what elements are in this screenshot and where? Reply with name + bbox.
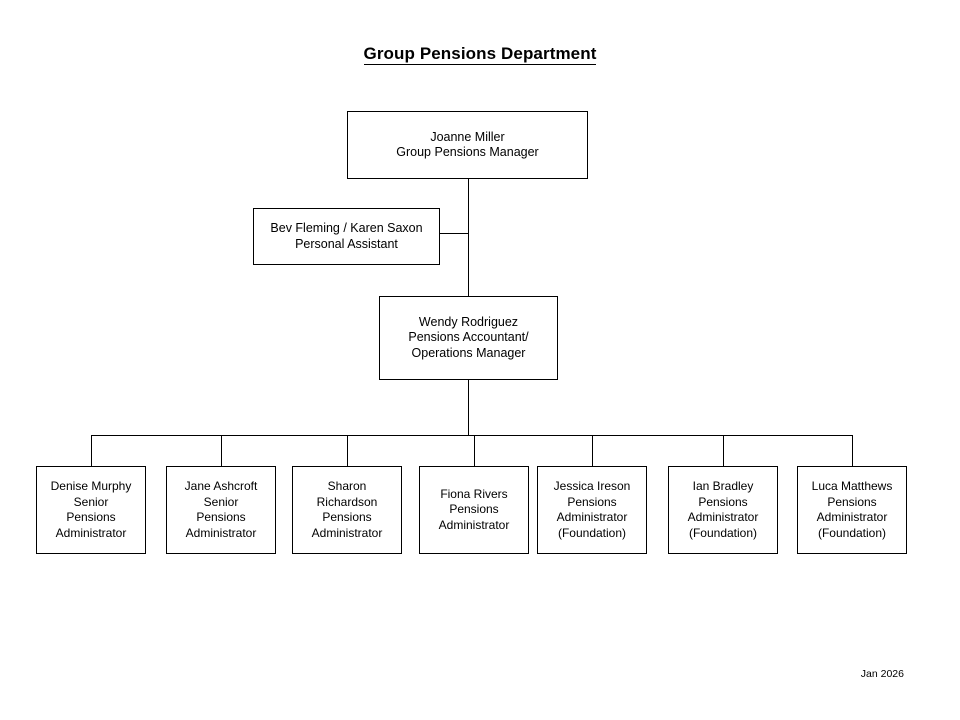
connector-operations-to-bus bbox=[468, 380, 469, 436]
org-node-role-line-2: Administrator bbox=[816, 510, 888, 524]
org-node-role-line-2: Administrator bbox=[438, 517, 510, 532]
org-node-role-line-1: Pensions bbox=[827, 494, 877, 509]
org-node-role-line-1: Richardson bbox=[316, 494, 378, 509]
org-node-name: Luca Matthews bbox=[811, 479, 893, 493]
org-node-administrator[interactable]: Sharon Richardson Pensions Administrator bbox=[292, 466, 402, 554]
org-node-role-line-3: Administrator bbox=[185, 525, 257, 540]
org-node-personal-assistant[interactable]: Bev Fleming / Karen Saxon Personal Assis… bbox=[253, 208, 440, 265]
connector-drop-administrator-7 bbox=[852, 435, 853, 466]
org-node-name: Ian Bradley bbox=[692, 479, 754, 493]
org-node-administrator[interactable]: Denise Murphy Senior Pensions Administra… bbox=[36, 466, 146, 554]
org-node-operations-manager[interactable]: Wendy Rodriguez Pensions Accountant/ Ope… bbox=[379, 296, 558, 380]
connector-administrator-bus bbox=[91, 435, 853, 436]
org-node-name: Sharon bbox=[327, 479, 367, 493]
org-node-role-line-1: Pensions bbox=[698, 494, 748, 509]
footer-date: Jan 2026 bbox=[860, 668, 904, 680]
org-node-role-line-1: Senior bbox=[73, 494, 109, 509]
org-node-role-line-3: Administrator bbox=[55, 525, 127, 540]
org-node-administrator[interactable]: Ian Bradley Pensions Administrator (Foun… bbox=[668, 466, 778, 554]
org-node-name: Bev Fleming / Karen Saxon bbox=[270, 221, 423, 235]
org-node-role-line-2: Pensions bbox=[196, 510, 246, 524]
connector-drop-administrator-3 bbox=[347, 435, 348, 466]
org-node-administrator[interactable]: Luca Matthews Pensions Administrator (Fo… bbox=[797, 466, 907, 554]
org-node-administrator[interactable]: Jane Ashcroft Senior Pensions Administra… bbox=[166, 466, 276, 554]
org-node-name: Jane Ashcroft bbox=[184, 479, 258, 493]
page-title: Group Pensions Department bbox=[0, 44, 960, 65]
connector-drop-administrator-5 bbox=[592, 435, 593, 466]
connector-personal-assistant-stub bbox=[440, 233, 469, 234]
org-node-role-line-2: Administrator bbox=[687, 510, 759, 524]
org-node-role-line-2: Operations Manager bbox=[411, 345, 526, 360]
org-node-role-line-2: Pensions bbox=[322, 510, 372, 524]
org-node-group-pensions-manager[interactable]: Joanne Miller Group Pensions Manager bbox=[347, 111, 588, 179]
org-node-administrator[interactable]: Fiona Rivers Pensions Administrator bbox=[419, 466, 529, 554]
org-node-role-line-3: (Foundation) bbox=[817, 525, 887, 540]
org-node-name: Jessica Ireson bbox=[553, 479, 631, 493]
org-node-role-line-1: Pensions bbox=[567, 494, 617, 509]
org-node-administrator[interactable]: Jessica Ireson Pensions Administrator (F… bbox=[537, 466, 647, 554]
org-node-name: Wendy Rodriguez bbox=[418, 314, 519, 329]
org-node-role-line-2: Pensions bbox=[66, 510, 116, 524]
org-node-role-line-3: Administrator bbox=[311, 525, 383, 540]
org-node-name: Fiona Rivers bbox=[440, 486, 508, 501]
connector-drop-administrator-6 bbox=[723, 435, 724, 466]
connector-manager-to-operations bbox=[468, 179, 469, 297]
org-node-role-line-3: (Foundation) bbox=[557, 525, 627, 540]
org-node-name: Denise Murphy bbox=[50, 479, 132, 493]
org-node-role-line-2: Administrator bbox=[556, 510, 628, 524]
org-node-name: Joanne Miller bbox=[430, 129, 505, 144]
connector-drop-administrator-2 bbox=[221, 435, 222, 466]
connector-drop-administrator-4 bbox=[474, 435, 475, 466]
org-node-role: Group Pensions Manager bbox=[396, 145, 539, 159]
page-title-text: Group Pensions Department bbox=[363, 44, 597, 65]
org-node-role-line-1: Pensions Accountant/ bbox=[408, 330, 529, 345]
connector-drop-administrator-1 bbox=[91, 435, 92, 466]
org-node-role-line-3: (Foundation) bbox=[688, 525, 758, 540]
org-node-role: Personal Assistant bbox=[295, 236, 398, 251]
org-node-role-line-1: Pensions bbox=[449, 502, 499, 517]
org-node-role-line-1: Senior bbox=[203, 494, 239, 509]
